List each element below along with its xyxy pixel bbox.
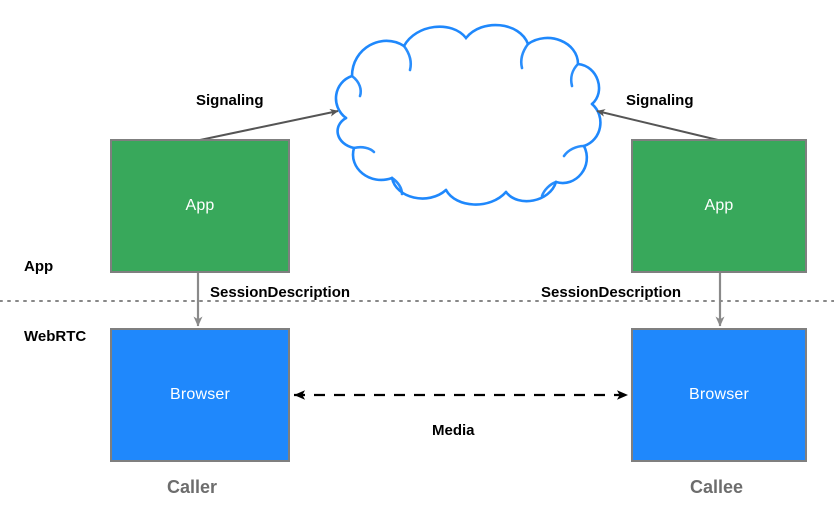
edge-label-media: Media (432, 422, 475, 439)
role-label-caller: Caller (167, 477, 218, 497)
node-app-callee[interactable]: App (631, 139, 807, 273)
node-browser-callee[interactable]: Browser (631, 328, 807, 462)
node-label: App (704, 197, 734, 214)
layer-label-webrtc: WebRTC (24, 328, 87, 345)
edge-label-signaling-left: Signaling (196, 92, 264, 109)
node-label: Browser (688, 386, 750, 403)
node-app-caller[interactable]: App (110, 139, 290, 273)
layer-label-app: App (24, 258, 54, 275)
signaling-arrow-left (199, 108, 339, 141)
edge-label-session-description-left: SessionDescription (210, 284, 351, 301)
node-browser-caller[interactable]: Browser (110, 328, 290, 462)
node-label: Browser (169, 386, 231, 403)
cloud-shape (334, 23, 602, 206)
edge-label-signaling-right: Signaling (626, 92, 694, 109)
edge-label-session-description-right: SessionDescription (541, 284, 682, 301)
signaling-arrow-right (596, 109, 719, 141)
role-label-callee: Callee (690, 477, 744, 497)
node-label: App (185, 197, 215, 214)
